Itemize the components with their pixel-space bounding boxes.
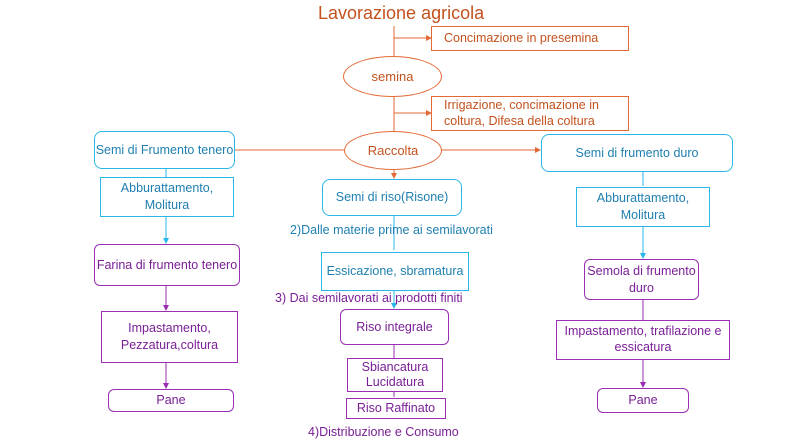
abburattamento-right-box: Abburattamento, Molitura [576, 187, 710, 227]
pane-left-box: Pane [108, 389, 234, 412]
impastamento-left-box: Impastamento, Pezzatura,coltura [101, 311, 238, 363]
semola-box: Semola di frumento duro [584, 259, 699, 300]
abburattamento-left-box: Abburattamento, Molitura [100, 177, 234, 217]
impastamento-right-box: Impastamento, trafilazione e essicatura [556, 320, 730, 360]
riso-raffinato-box: Riso Raffinato [346, 398, 446, 419]
semi-riso-box: Semi di riso(Risone) [322, 179, 462, 216]
diagram-title: Lavorazione agricola [318, 3, 485, 23]
stage-3-label: 3) Dai semilavorati ai prodotti finiti [275, 291, 463, 305]
farina-box: Farina di frumento tenero [94, 244, 240, 286]
semina-node: semina [343, 56, 442, 97]
concimazione-presemina-box: Concimazione in presemina [431, 26, 629, 51]
stage-4-label: 4)Distribuzione e Consumo [308, 425, 459, 439]
raccolta-node: Raccolta [344, 131, 442, 170]
semi-frumento-duro-box: Semi di frumento duro [541, 134, 733, 172]
pane-right-box: Pane [597, 388, 689, 413]
stage-2-label: 2)Dalle materie prime ai semilavorati [290, 223, 493, 237]
sbiancatura-box: Sbiancatura Lucidatura [347, 358, 443, 392]
essicazione-box: Essicazione, sbramatura [321, 252, 469, 291]
irrigazione-box: Irrigazione, concimazione in coltura, Di… [431, 96, 629, 131]
riso-integrale-box: Riso integrale [340, 309, 449, 345]
semi-frumento-tenero-box: Semi di Frumento tenero [94, 131, 235, 169]
